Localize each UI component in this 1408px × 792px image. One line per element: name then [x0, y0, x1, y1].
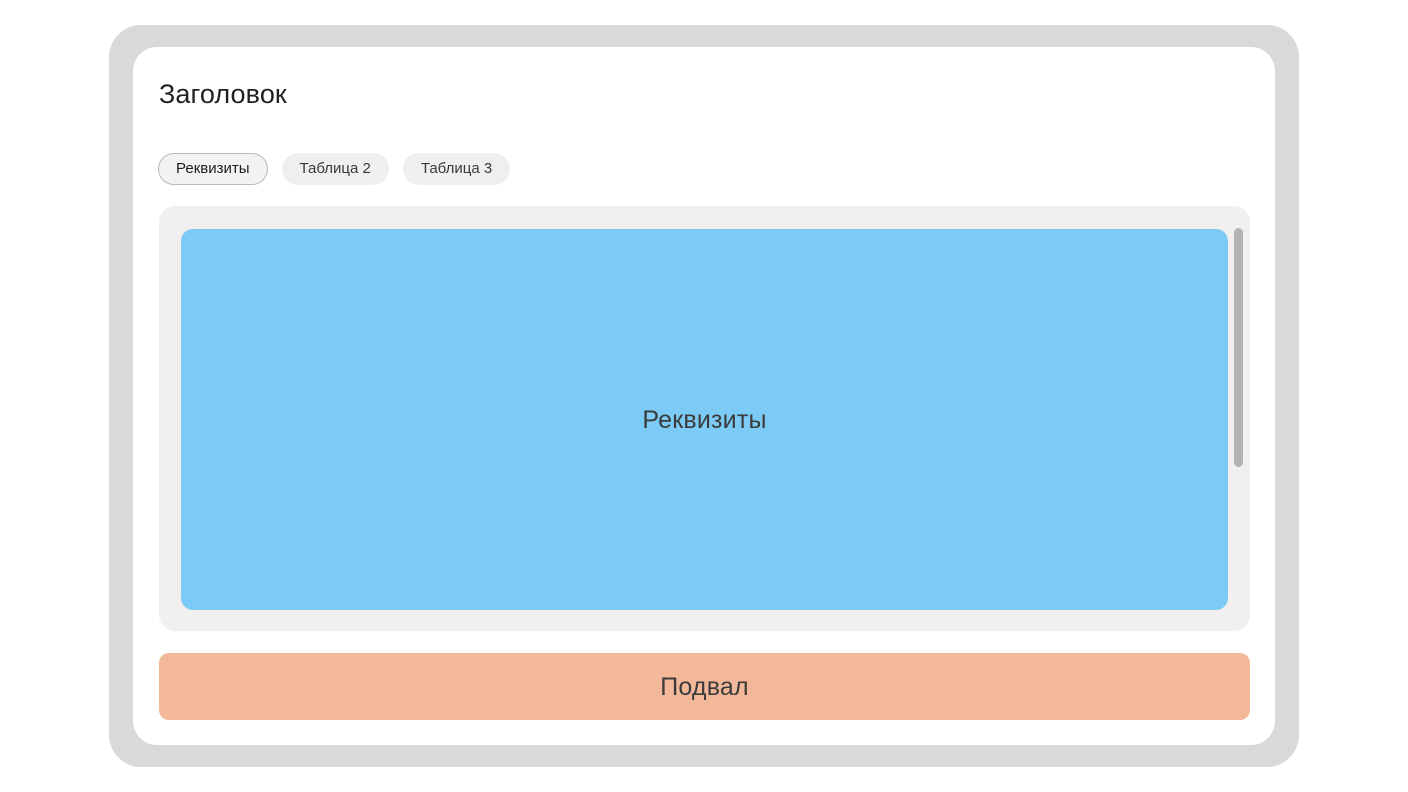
window-frame: Заголовок Реквизиты Таблица 2 Таблица 3 … — [109, 25, 1299, 767]
tab-bar: Реквизиты Таблица 2 Таблица 3 — [158, 153, 511, 185]
content-block-label: Реквизиты — [642, 405, 767, 434]
vertical-scrollbar-track[interactable] — [1233, 223, 1244, 615]
tab-rekvizity[interactable]: Реквизиты — [158, 153, 268, 185]
vertical-scrollbar-thumb[interactable] — [1234, 228, 1243, 467]
content-block: Реквизиты — [181, 229, 1228, 610]
page-title: Заголовок — [159, 79, 287, 109]
tab-tablica-3[interactable]: Таблица 3 — [402, 153, 511, 185]
app-card: Заголовок Реквизиты Таблица 2 Таблица 3 … — [133, 47, 1275, 745]
footer-label: Подвал — [660, 672, 749, 701]
tab-tablica-2[interactable]: Таблица 2 — [281, 153, 389, 185]
footer-bar: Подвал — [159, 653, 1250, 720]
content-scroll-panel: Реквизиты — [159, 206, 1250, 631]
